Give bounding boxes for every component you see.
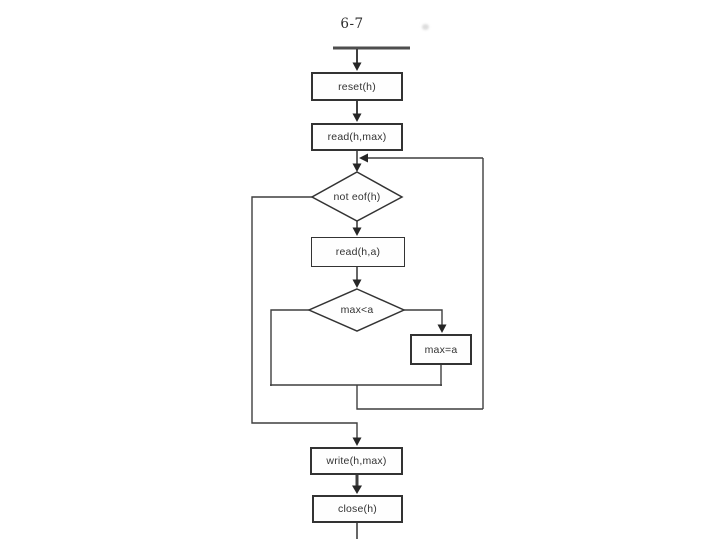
node-not-eof-diamond	[310, 171, 404, 222]
decision-shapes	[307, 171, 406, 332]
node-write: write(h,max)	[310, 447, 403, 475]
node-reset-label: reset(h)	[338, 80, 376, 93]
arrow-into-write	[352, 437, 362, 446]
edge-noteof-false-to-write	[251, 196, 358, 440]
node-close: close(h)	[312, 495, 403, 523]
arrow-into-maxeqa	[437, 324, 447, 333]
node-reset: reset(h)	[311, 72, 403, 101]
arrow-into-close	[352, 485, 362, 494]
node-read-max: read(h,max)	[311, 123, 403, 151]
node-max-eq-a-label: max=a	[424, 343, 458, 356]
node-write-label: write(h,max)	[326, 455, 387, 467]
page-title: 6-7	[340, 16, 364, 32]
edge-merge-to-loopback	[356, 385, 483, 410]
edge-maxlta-true-to-maxeqa	[404, 309, 443, 327]
node-max-eq-a: max=a	[410, 334, 472, 365]
node-read-a-label: read(h,a)	[335, 246, 381, 258]
node-not-eof-label: not eof(h)	[333, 191, 381, 203]
node-read-max-label: read(h,max)	[327, 131, 387, 143]
edge-lines	[251, 46, 484, 539]
arrow-into-noteof	[352, 163, 362, 172]
node-max-lt-a-label: max<a	[340, 304, 374, 316]
arrow-into-maxlta	[352, 279, 362, 288]
scan-artifact-dot	[422, 24, 429, 30]
edge-maxlta-false-to-merge	[270, 309, 309, 386]
arrow-into-reada	[352, 227, 362, 236]
node-read-a: read(h,a)	[311, 237, 405, 267]
arrow-into-reset	[352, 62, 362, 71]
node-max-lt-a-diamond	[307, 288, 406, 332]
arrow-loopback-join	[359, 153, 368, 163]
arrow-into-readmax	[352, 113, 362, 122]
arrowheads	[352, 62, 447, 494]
node-close-label: close(h)	[338, 503, 377, 515]
